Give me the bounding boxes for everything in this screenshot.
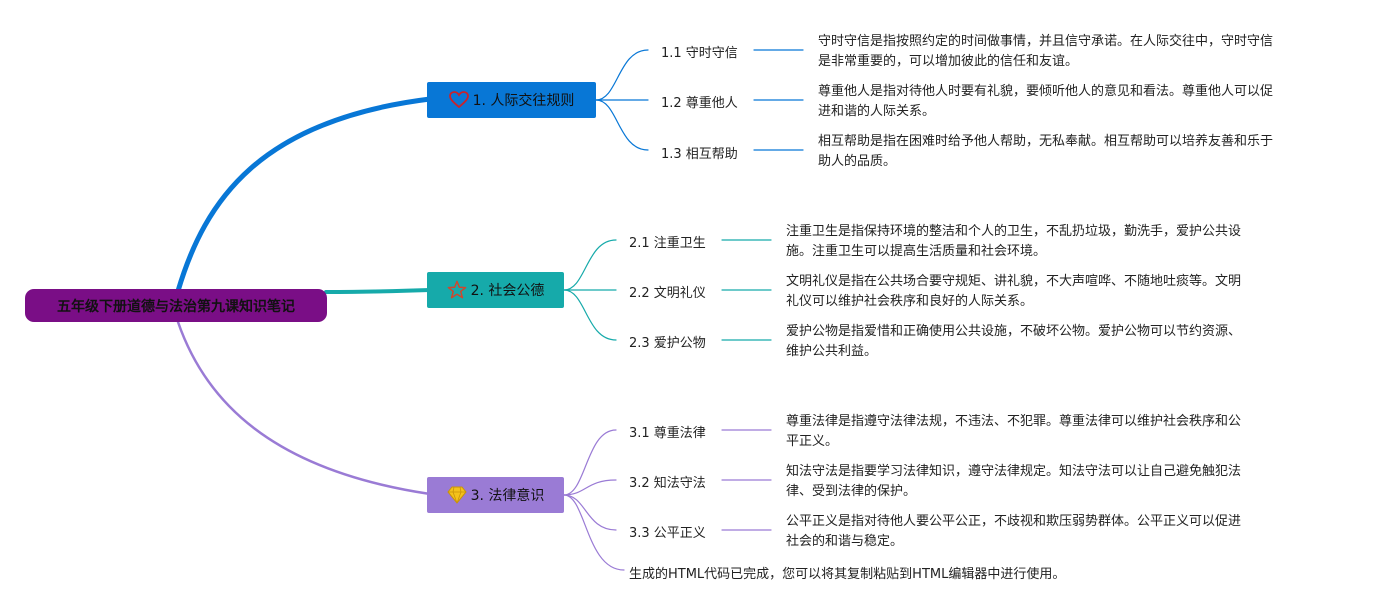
diamond-icon xyxy=(446,485,467,505)
description-line: 爱护公物是指爱惜和正确使用公共设施，不破坏公物。爱护公物可以节约资源、 xyxy=(786,324,1242,339)
topic-interpersonal-rules[interactable]: 1. 人际交往规则 xyxy=(427,82,596,118)
description-1-1: 守时守信是指按照约定的时间做事情，并且信守承诺。在人际交往中，守时守信 是非常重… xyxy=(818,32,1273,72)
branch-line-topic-2 xyxy=(324,288,432,294)
topic-label: 2. 社会公德 xyxy=(470,283,545,299)
description-line: 是非常重要的，可以增加彼此的信任和友谊。 xyxy=(818,54,1079,69)
description-3-1: 尊重法律是指遵守法律法规，不违法、不犯罪。尊重法律可以维护社会秩序和公 平正义。 xyxy=(786,412,1241,452)
description-line: 礼仪可以维护社会秩序和良好的人际关系。 xyxy=(786,294,1034,309)
branch-line-topic-3 xyxy=(176,320,432,496)
description-line: 助人的品质。 xyxy=(818,154,897,169)
description-line: 律、受到法律的保护。 xyxy=(786,484,917,499)
root-topic[interactable]: 五年级下册道德与法治第九课知识笔记 xyxy=(25,289,327,322)
sub-connector-3-1 xyxy=(563,429,617,496)
subtopic-2-3[interactable]: 2.3 爱护公物 xyxy=(629,336,706,351)
subtopic-3-3[interactable]: 3.3 公平正义 xyxy=(629,526,706,541)
subtopic-1-3[interactable]: 1.3 相互帮助 xyxy=(661,147,738,162)
description-line: 守时守信是指按照约定的时间做事情，并且信守承诺。在人际交往中，守时守信 xyxy=(818,34,1274,49)
description-line: 平正义。 xyxy=(786,434,839,449)
description-2-1: 注重卫生是指保持环境的整洁和个人的卫生，不乱扔垃圾，勤洗手，爱护公共设 施。注重… xyxy=(786,222,1241,262)
subtopic-2-1[interactable]: 2.1 注重卫生 xyxy=(629,236,706,251)
completion-note[interactable]: 生成的HTML代码已完成，您可以将其复制粘贴到HTML编辑器中进行使用。 xyxy=(629,567,1066,582)
sub-connector-2-1 xyxy=(563,239,617,291)
topic-label: 1. 人际交往规则 xyxy=(472,93,575,109)
description-line: 文明礼仪是指在公共场合要守规矩、讲礼貌，不大声喧哗、不随地吐痰等。文明 xyxy=(786,274,1242,289)
heart-icon xyxy=(448,90,469,110)
topic-label: 3. 法律意识 xyxy=(470,488,545,504)
topic-social-morality[interactable]: 2. 社会公德 xyxy=(427,272,564,308)
description-line: 相互帮助是指在困难时给予他人帮助，无私奉献。相互帮助可以培养友善和乐于 xyxy=(818,134,1274,149)
description-2-3: 爱护公物是指爱惜和正确使用公共设施，不破坏公物。爱护公物可以节约资源、 维护公共… xyxy=(786,322,1241,362)
description-line: 维护公共利益。 xyxy=(786,344,878,359)
subtopic-2-2[interactable]: 2.2 文明礼仪 xyxy=(629,286,706,301)
root-topic-label: 五年级下册道德与法治第九课知识笔记 xyxy=(57,298,295,315)
subtopic-3-2[interactable]: 3.2 知法守法 xyxy=(629,476,706,491)
description-line: 施。注重卫生可以提高生活质量和社会环境。 xyxy=(786,244,1047,259)
description-3-3: 公平正义是指对待他人要公平公正，不歧视和欺压弱势群体。公平正义可以促进 社会的和… xyxy=(786,512,1241,552)
topic-legal-awareness[interactable]: 3. 法律意识 xyxy=(427,477,564,513)
description-1-2: 尊重他人是指对待他人时要有礼貌，要倾听他人的意见和看法。尊重他人可以促 进和谐的… xyxy=(818,82,1273,122)
description-line: 知法守法是指要学习法律知识，遵守法律规定。知法守法可以让自己避免触犯法 xyxy=(786,464,1242,479)
star-icon xyxy=(447,280,467,300)
subtopic-1-1[interactable]: 1.1 守时守信 xyxy=(661,46,738,61)
description-line: 尊重法律是指遵守法律法规，不违法、不犯罪。尊重法律可以维护社会秩序和公 xyxy=(786,414,1242,429)
subtopic-1-2[interactable]: 1.2 尊重他人 xyxy=(661,96,738,111)
description-2-2: 文明礼仪是指在公共场合要守规矩、讲礼貌，不大声喧哗、不随地吐痰等。文明 礼仪可以… xyxy=(786,272,1241,312)
description-line: 社会的和谐与稳定。 xyxy=(786,534,904,549)
branch-line-topic-1 xyxy=(175,96,433,294)
note-connector xyxy=(563,494,625,571)
description-1-3: 相互帮助是指在困难时给予他人帮助，无私奉献。相互帮助可以培养友善和乐于 助人的品… xyxy=(818,132,1273,172)
sub-connector-2-3 xyxy=(563,289,617,341)
description-line: 尊重他人是指对待他人时要有礼貌，要倾听他人的意见和看法。尊重他人可以促 xyxy=(818,84,1274,99)
sub-connector-3-3 xyxy=(563,494,617,531)
subtopic-3-1[interactable]: 3.1 尊重法律 xyxy=(629,426,706,441)
description-line: 公平正义是指对待他人要公平公正，不歧视和欺压弱势群体。公平正义可以促进 xyxy=(786,514,1242,529)
sub-connector-1-3 xyxy=(595,99,649,151)
description-3-2: 知法守法是指要学习法律知识，遵守法律规定。知法守法可以让自己避免触犯法 律、受到… xyxy=(786,462,1241,502)
description-line: 进和谐的人际关系。 xyxy=(818,104,936,119)
description-line: 注重卫生是指保持环境的整洁和个人的卫生，不乱扔垃圾，勤洗手，爱护公共设 xyxy=(786,224,1242,239)
sub-connector-1-1 xyxy=(595,49,649,101)
sub-connector-3-2 xyxy=(563,479,617,496)
